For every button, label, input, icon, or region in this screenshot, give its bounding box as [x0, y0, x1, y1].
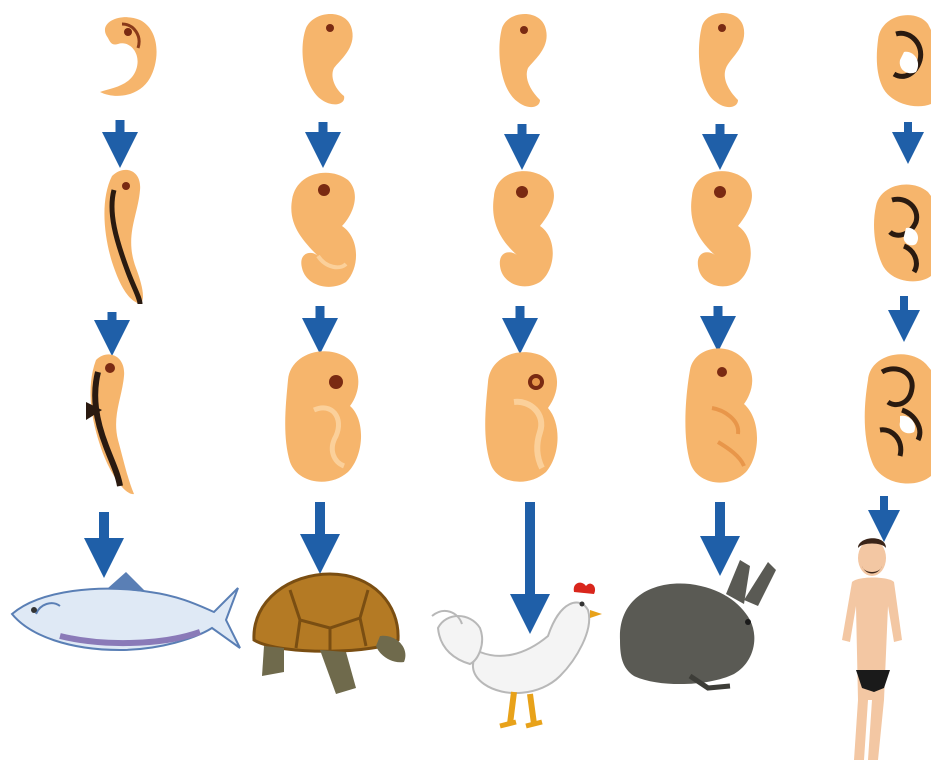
- human-icon: [842, 538, 902, 760]
- turtle-embryo-stage-2: [291, 173, 356, 287]
- turtle-embryo-stage-3: [285, 351, 361, 481]
- human-embryo-stage-2: [874, 184, 931, 281]
- chicken-embryo-stage-1: [499, 14, 546, 107]
- rabbit-embryo-stage-1: [699, 13, 744, 107]
- rabbit-icon: [620, 560, 776, 688]
- fish-icon: [12, 572, 240, 650]
- rabbit-embryo-stage-2: [691, 171, 752, 286]
- chicken-embryo-stage-2: [493, 171, 554, 286]
- human-embryo-stage-1: [877, 15, 931, 106]
- rabbit-embryo-stage-3: [685, 348, 757, 482]
- chicken-icon: [432, 583, 602, 726]
- turtle-embryo-stage-1: [303, 14, 353, 104]
- fish-embryo-stage-3: [86, 354, 134, 494]
- human-embryo-stage-3: [865, 354, 931, 483]
- fish-embryo-stage-2: [104, 170, 143, 304]
- turtle-icon: [254, 574, 405, 694]
- chicken-embryo-stage-3: [485, 352, 557, 482]
- fish-embryo-stage-1: [100, 17, 157, 96]
